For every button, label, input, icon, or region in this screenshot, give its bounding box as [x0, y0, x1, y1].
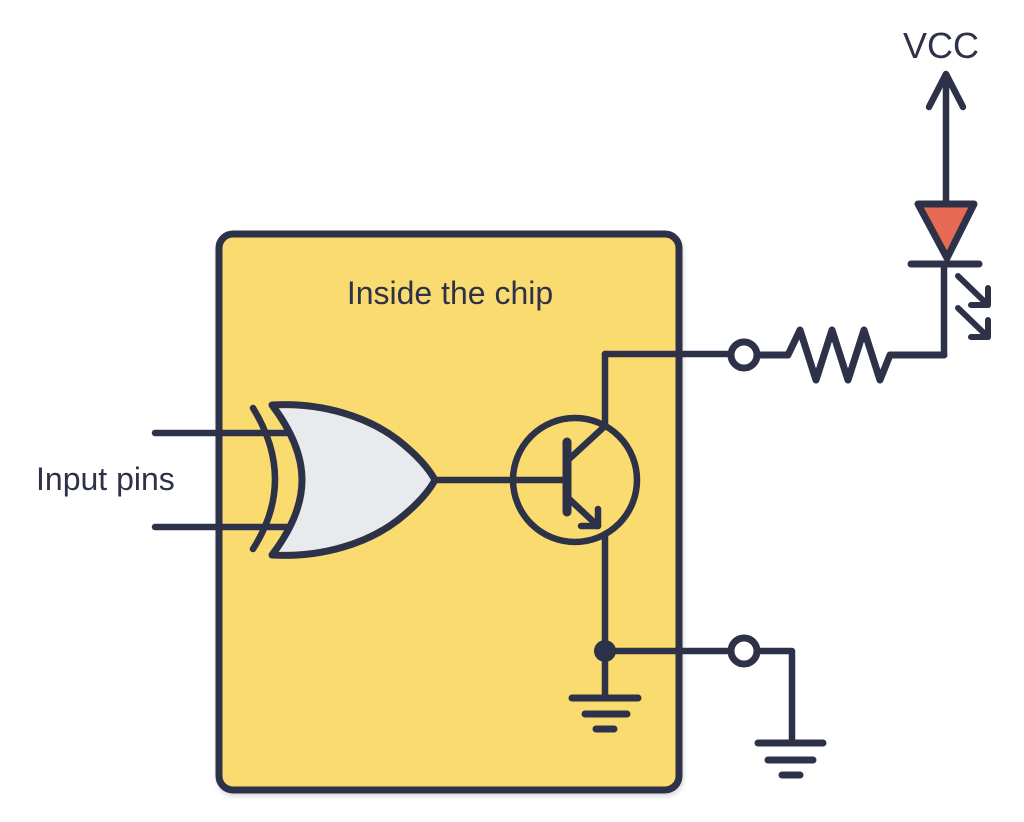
vcc-label: VCC	[903, 25, 979, 66]
xor-extra-arc	[249, 404, 279, 553]
output-pin	[727, 338, 761, 372]
vcc-arrowhead-icon	[925, 70, 967, 111]
emitter-arrowhead-icon	[577, 505, 602, 530]
transistor-emitter	[563, 493, 602, 530]
external-ground-wire	[753, 647, 796, 744]
chip-title-label: Inside the chip	[347, 275, 553, 311]
light-arrow-1-head	[968, 285, 991, 308]
external-ground-icon	[753, 647, 827, 779]
resistor-icon	[753, 326, 948, 384]
xor-gate-icon	[249, 401, 439, 559]
light-arrow-1	[955, 273, 991, 308]
chip-ground-icon	[568, 647, 642, 733]
ground-pin	[727, 634, 761, 668]
npn-transistor-icon	[509, 350, 641, 649]
transistor-collector	[563, 350, 609, 465]
chip-body	[215, 230, 683, 794]
light-emission-arrows-icon	[955, 273, 991, 340]
light-arrow-2-head	[968, 317, 991, 340]
xor-gate-body	[268, 401, 439, 559]
led-triangle	[914, 200, 978, 262]
transistor-circle	[509, 414, 641, 546]
led-icon	[907, 70, 991, 359]
input-pins-label: Input pins	[36, 461, 175, 497]
light-arrow-2	[955, 305, 991, 340]
